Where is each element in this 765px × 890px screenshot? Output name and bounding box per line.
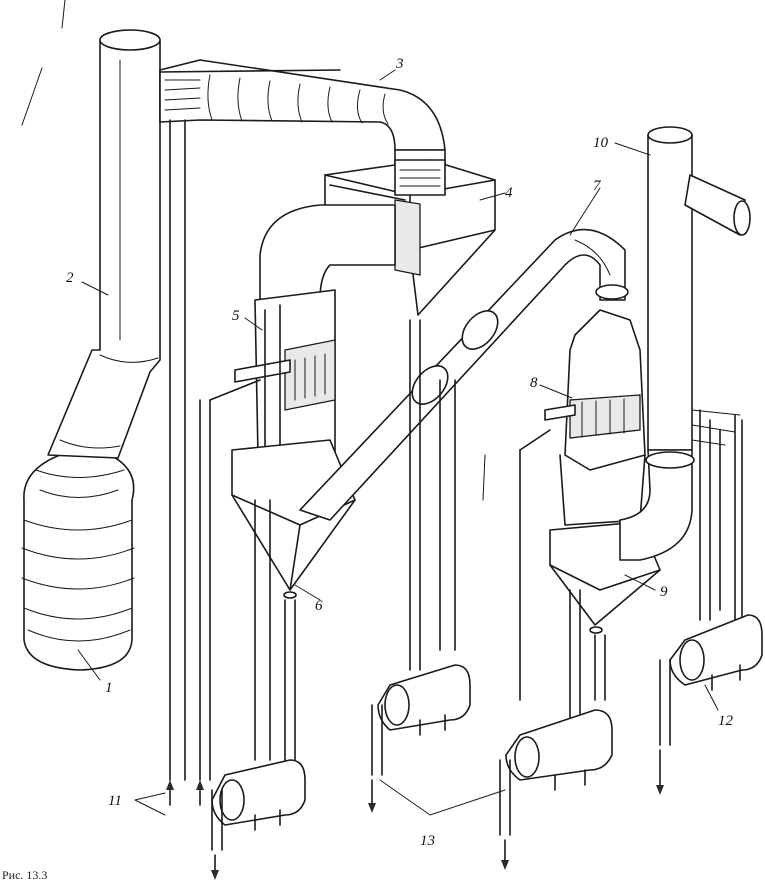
leader-lines: [77, 69, 719, 816]
filter-unit-5: [234, 204, 396, 471]
callout-5: 5: [232, 308, 240, 324]
feeder-right: [499, 709, 613, 836]
feeder-12: [659, 614, 763, 746]
figure-caption: Рис. 13.3: [2, 868, 48, 882]
callout-9: 9: [660, 584, 668, 600]
callout-6: 6: [315, 598, 323, 614]
feeder-left: [211, 759, 306, 851]
flow-arrows: [166, 749, 664, 880]
callout-8: 8: [530, 375, 538, 391]
riser-duct-2: [47, 29, 161, 459]
furnace-unit-1: [21, 454, 135, 671]
scan-marks: [21, 0, 486, 501]
callout-7: 7: [593, 178, 602, 194]
callout-10: 10: [593, 135, 609, 151]
hopper-6: [231, 439, 356, 599]
callout-4: 4: [505, 185, 513, 201]
callouts: 1 2 3 4 5 6 7 8 9 10 11 12 13: [66, 56, 734, 849]
vertical-pipes: [169, 119, 743, 781]
feeder-center: [371, 664, 471, 776]
callout-13: 13: [420, 833, 435, 849]
callout-3: 3: [395, 56, 404, 72]
callout-12: 12: [718, 713, 734, 729]
column-10: [619, 126, 751, 561]
callout-1: 1: [105, 680, 113, 696]
callout-2: 2: [66, 270, 74, 286]
inclined-duct-7: [299, 228, 629, 521]
filter-unit-8: [544, 309, 646, 526]
callout-11: 11: [108, 793, 122, 809]
